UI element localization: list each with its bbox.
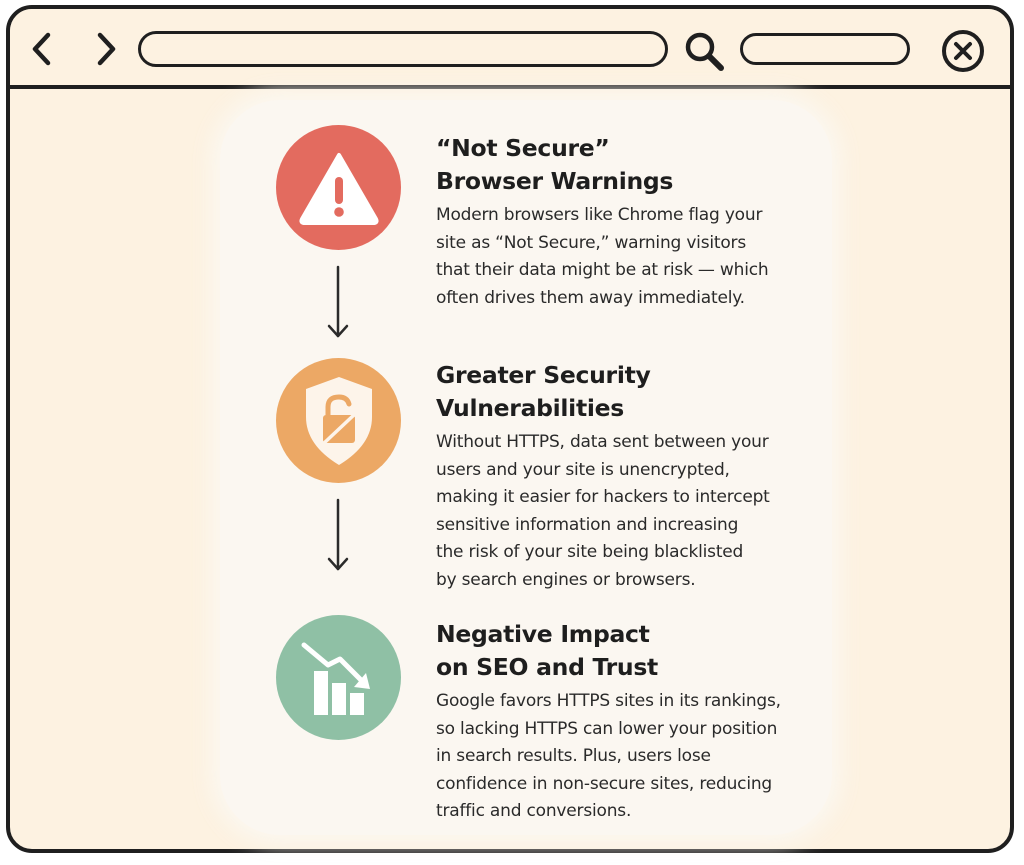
step-2-body-line: sensitive information and increasing [436, 514, 739, 535]
declining-bar-chart-icon [301, 642, 370, 715]
step-3-title: Negative Impact on SEO and Trust [436, 618, 658, 684]
chevron-left-icon [32, 32, 51, 66]
step-1-title-line: Browser Warnings [436, 167, 674, 195]
step-2-body-line: users and your site is unencrypted, [436, 459, 730, 480]
warning-triangle-icon [298, 152, 379, 225]
step-3-body-line: traffic and conversions. [436, 801, 632, 821]
step-2-title-line: Greater Security [436, 361, 651, 389]
step-3-title-line: on SEO and Trust [436, 653, 658, 681]
step-3-body-line: confidence in non-secure sites, reducing [436, 773, 773, 794]
step-3-body-line: Google favors HTTPS sites in its ranking… [436, 691, 781, 711]
arrow-down-icon [327, 265, 349, 338]
step-3-description: Google favors HTTPS sites in its ranking… [436, 688, 781, 826]
step-3-title-line: Negative Impact [436, 620, 650, 648]
search-button[interactable] [682, 29, 728, 75]
step-2-body-line: Without HTTPS, data sent between your [436, 432, 769, 452]
close-icon [942, 30, 984, 72]
step-2-body-line: by search engines or browsers. [436, 569, 696, 590]
step-2-body-line: the risk of your site being blacklisted [436, 542, 744, 562]
chevron-right-icon [97, 32, 116, 66]
step-3-body-line: so lacking HTTPS can lower your position [436, 718, 778, 739]
step-1-body-line: site as “Not Secure,” warning visitors [436, 232, 746, 253]
forward-button[interactable] [88, 29, 124, 69]
secondary-field[interactable] [740, 33, 910, 65]
step-2-title: Greater Security Vulnerabilities [436, 359, 651, 425]
step-2-description: Without HTTPS, data sent between your us… [436, 429, 770, 594]
step-1-title: “Not Secure” Browser Warnings [436, 132, 673, 198]
address-bar[interactable] [138, 31, 668, 67]
back-button[interactable] [24, 29, 60, 69]
step-1-description: Modern browsers like Chrome flag your si… [436, 202, 769, 312]
step-2-title-line: Vulnerabilities [436, 394, 624, 422]
search-icon [685, 32, 724, 71]
arrow-down-icon [327, 498, 349, 571]
step-1-badge [276, 125, 401, 250]
step-1-body-line: that their data might be at risk — which [436, 260, 769, 280]
shield-broken-lock-icon [305, 376, 372, 465]
browser-toolbar [10, 9, 1010, 89]
step-2-badge [276, 358, 401, 483]
close-button[interactable] [940, 28, 986, 74]
step-3-badge [276, 615, 401, 740]
step-1-body-line: often drives them away immediately. [436, 287, 745, 308]
step-3-body-line: in search results. Plus, users lose [436, 746, 711, 766]
step-1-body-line: Modern browsers like Chrome flag your [436, 205, 763, 225]
step-1-title-line: “Not Secure” [436, 134, 610, 162]
step-2-body-line: making it easier for hackers to intercep… [436, 487, 770, 507]
